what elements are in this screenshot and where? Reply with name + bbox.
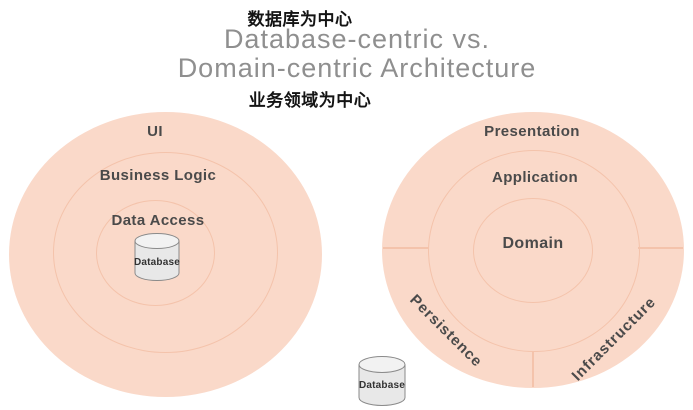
right-segment-divider-right	[638, 247, 683, 249]
left-database-cylinder-icon	[133, 232, 181, 287]
right-ring-label-application: Application	[491, 169, 579, 186]
right-segment-divider-left	[383, 247, 429, 249]
page-title-line1: Database-centric vs.	[223, 24, 491, 54]
left-database-label: Database	[133, 257, 181, 268]
left-ring-label-ui: UI	[147, 123, 163, 140]
annotation-domain-centric: 业务领域为中心	[248, 91, 372, 110]
right-database-cylinder-icon	[357, 355, 407, 410]
right-inner-ring	[473, 198, 593, 303]
right-segment-divider-bottom	[532, 351, 534, 387]
page-title-line2: Domain-centric Architecture	[177, 53, 537, 83]
right-ring-label-domain: Domain	[502, 235, 564, 252]
left-ring-label-data-access: Data Access	[111, 212, 205, 229]
left-ring-label-business-logic: Business Logic	[99, 167, 217, 184]
left-middle-ring	[53, 152, 278, 353]
page-title: Database-centric vs. Domain-centric Arch…	[178, 25, 537, 83]
right-middle-ring	[428, 150, 640, 352]
right-ring-label-presentation: Presentation	[484, 123, 580, 140]
left-inner-ring	[96, 200, 215, 306]
annotation-database-centric: 数据库为中心	[247, 10, 353, 29]
right-database-label: Database	[358, 380, 406, 391]
